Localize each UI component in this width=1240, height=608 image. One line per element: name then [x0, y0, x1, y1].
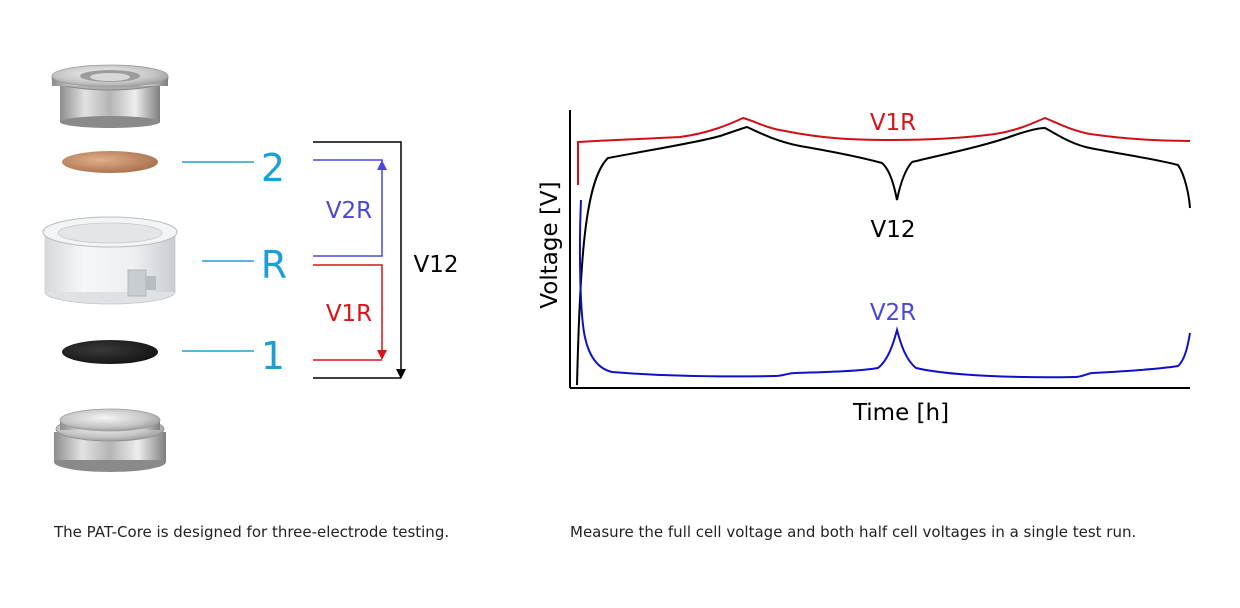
- electrode-label-reference: R: [261, 243, 287, 287]
- carbon-electrode-disc: [62, 340, 158, 364]
- copper-electrode-disc: [62, 151, 158, 173]
- v12-bracket: [313, 141, 406, 379]
- x-axis-label: Time [h]: [852, 400, 949, 426]
- caption-right: Measure the full cell voltage and both h…: [570, 523, 1137, 541]
- v1r-diagram-label: V1R: [326, 301, 372, 327]
- v2r-bracket: [313, 159, 387, 257]
- caption-left: The PAT-Core is designed for three-elect…: [54, 523, 450, 541]
- top-cap-illustration: [51, 64, 169, 128]
- v12-diagram-label: V12: [413, 252, 458, 278]
- series-label-v2r: V2R: [870, 300, 916, 326]
- y-axis-label: Voltage [V]: [537, 181, 563, 308]
- electrode-label-2: 2: [261, 146, 285, 190]
- series-line-v1r: [577, 116, 1191, 185]
- series-label-v12: V12: [870, 217, 915, 243]
- voltage-chart: V1R V12 V2R Time [h] Voltage [V]: [537, 110, 1191, 426]
- electrode-label-1: 1: [261, 334, 285, 378]
- series-label-v1r: V1R: [870, 110, 916, 136]
- v1r-bracket: [313, 264, 387, 361]
- series-line-v12: [576, 125, 1191, 386]
- bottom-cap-illustration: [54, 408, 166, 472]
- reference-sleeve-illustration: [42, 216, 178, 305]
- v2r-diagram-label: V2R: [326, 198, 372, 224]
- series-line-v2r: [578, 199, 1191, 379]
